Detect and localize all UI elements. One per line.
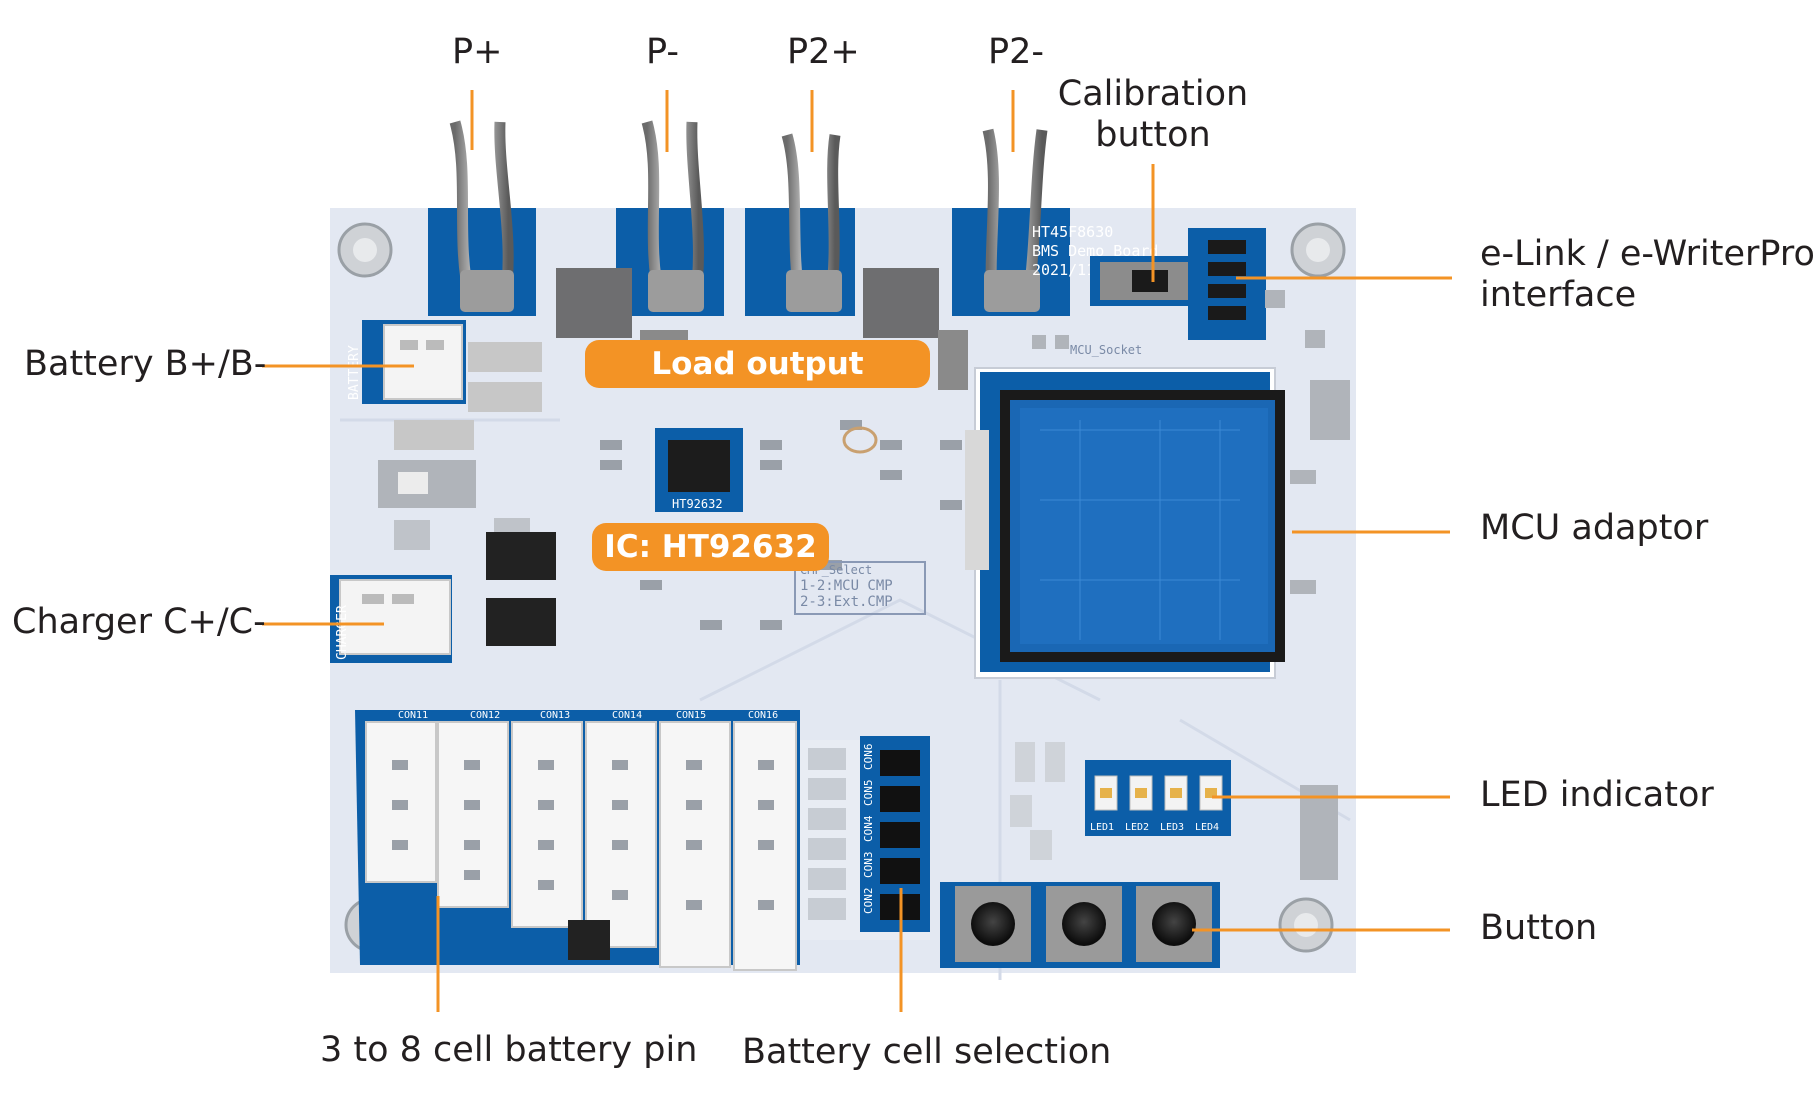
led-indicator-label: LED indicator: [1480, 775, 1714, 815]
p2-minus-label: P2-: [988, 32, 1045, 72]
svg-text:LED1: LED1: [1090, 822, 1114, 833]
elink-interface-label: e-Link / e-WriterPro interface: [1480, 234, 1815, 317]
p-minus-label: P-: [646, 32, 679, 72]
spring-terminal-p-plus: [449, 120, 514, 312]
svg-text:2-3:Ext.CMP: 2-3:Ext.CMP: [800, 594, 893, 610]
svg-text:LED4: LED4: [1195, 822, 1219, 833]
svg-text:LED2: LED2: [1125, 822, 1149, 833]
spring-terminal-p-minus: [641, 120, 704, 312]
tactile-buttons: [940, 882, 1220, 968]
mounting-screw: [337, 222, 393, 278]
svg-text:LED3: LED3: [1160, 822, 1184, 833]
ic-silkscreen: HT92632: [672, 497, 723, 511]
spring-terminal-p2-minus: [982, 128, 1048, 312]
ic-tag: IC: HT92632: [592, 523, 829, 571]
cell-battery-pin-connectors: CON11 CON12 CON13 CON14 CON15 CON16: [355, 710, 800, 971]
calibration-label-line1: Calibration: [1057, 74, 1249, 114]
svg-text:CON4: CON4: [862, 815, 875, 842]
con16-silkscreen: CON16: [748, 710, 778, 721]
con13-silkscreen: CON13: [540, 710, 570, 721]
battery-cell-selection-label: Battery cell selection: [742, 1032, 1112, 1072]
button-label: Button: [1480, 908, 1598, 948]
battery-connector: BATTERY: [347, 320, 466, 404]
p2-plus-label: P2+: [787, 32, 860, 72]
charger-connector: CHARGER: [330, 575, 452, 663]
board-title-silkscreen: HT45F8630: [1032, 223, 1113, 241]
con14-silkscreen: CON14: [612, 710, 642, 721]
calibration-button-label: Calibration button: [1052, 74, 1254, 157]
battery-label: Battery B+/B-: [24, 344, 267, 384]
led-indicators: LED1 LED2 LED3 LED4: [1085, 760, 1231, 836]
ht92632-ic: HT92632: [655, 428, 743, 512]
elink-label-line1: e-Link / e-WriterPro: [1480, 234, 1815, 274]
mcu-adaptor-label: MCU adaptor: [1480, 508, 1709, 548]
elink-label-line2: interface: [1480, 275, 1637, 316]
board-subtitle-silkscreen: BMS Demo Board: [1032, 242, 1158, 260]
charger-silkscreen: CHARGER: [335, 605, 350, 660]
load-output-tag: Load output: [585, 340, 930, 388]
calibration-label-line2: button: [1095, 115, 1211, 156]
battery-silkscreen: BATTERY: [347, 345, 362, 400]
battery-cell-selection-jumpers: CON6 CON5 CON4 CON3 CON2: [800, 736, 930, 940]
con12-silkscreen: CON12: [470, 710, 500, 721]
svg-text:CON3: CON3: [862, 852, 875, 879]
mounting-screw: [1290, 222, 1346, 278]
svg-text:CON5: CON5: [862, 780, 875, 807]
svg-text:CON2: CON2: [862, 888, 875, 915]
svg-text:CON6: CON6: [862, 744, 875, 771]
svg-text:1-2:MCU CMP: 1-2:MCU CMP: [800, 578, 893, 594]
con15-silkscreen: CON15: [676, 710, 706, 721]
mcu-adaptor-socket: MCU_Socket: [965, 343, 1285, 679]
elink-header-component: [1188, 228, 1266, 340]
charger-label: Charger C+/C-: [12, 602, 266, 642]
con11-silkscreen: CON11: [398, 710, 428, 721]
mounting-screw: [1278, 897, 1334, 953]
cell-battery-pin-label: 3 to 8 cell battery pin: [320, 1030, 698, 1070]
leader-lines: [262, 90, 1452, 1012]
spring-terminal-p2-plus: [781, 133, 842, 312]
p-plus-label: P+: [452, 32, 503, 72]
svg-text:MCU_Socket: MCU_Socket: [1070, 343, 1142, 357]
